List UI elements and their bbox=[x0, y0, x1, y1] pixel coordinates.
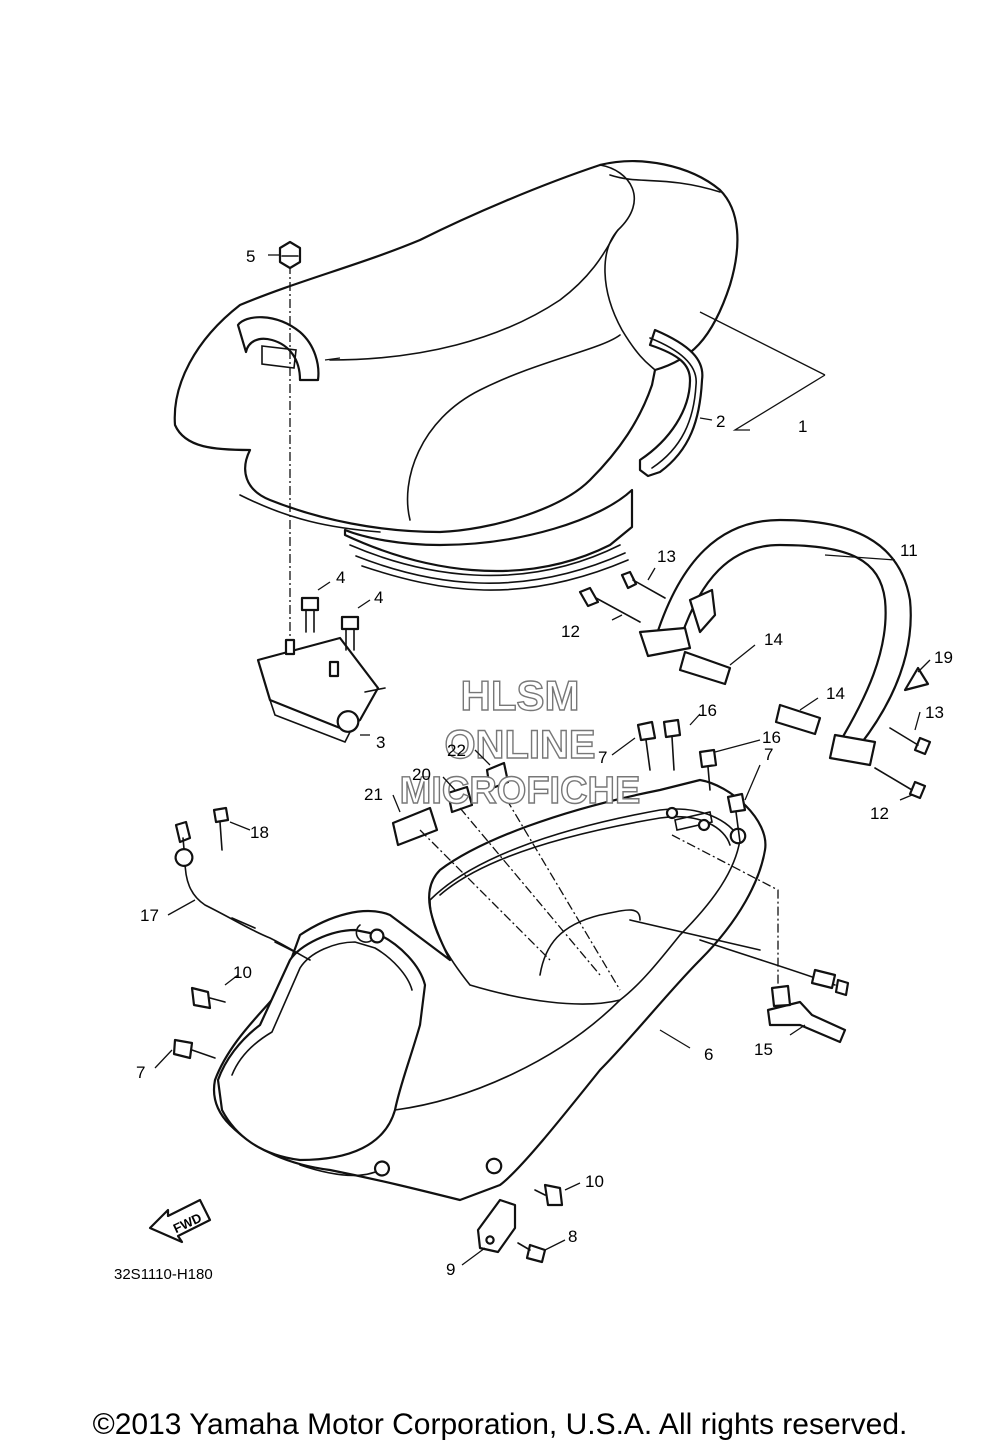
svg-text:MICROFICHE: MICROFICHE bbox=[400, 770, 641, 812]
callout-18: 18 bbox=[250, 823, 269, 842]
svg-text:HLSM: HLSM bbox=[461, 672, 580, 719]
diagram-code: 32S1110-H180 bbox=[114, 1266, 213, 1283]
label-21 bbox=[391, 806, 439, 847]
fwd-arrow-icon: FWD bbox=[148, 1198, 212, 1244]
seat-assembly bbox=[173, 160, 739, 591]
label-20 bbox=[446, 785, 474, 814]
seat-lock-cable bbox=[174, 820, 311, 961]
callout-13b: 13 bbox=[925, 703, 944, 722]
callout-12a: 12 bbox=[561, 622, 580, 641]
bracket15-axis bbox=[671, 834, 779, 985]
callout-12b: 12 bbox=[870, 804, 889, 823]
callout-15: 15 bbox=[754, 1040, 773, 1059]
callout-20: 20 bbox=[412, 765, 431, 784]
callout-1: 1 bbox=[798, 417, 807, 436]
bolt-5-icon bbox=[278, 240, 302, 270]
grab-bar bbox=[578, 518, 932, 800]
callout-7c: 7 bbox=[136, 1063, 145, 1082]
latch-plate-9 bbox=[476, 1198, 517, 1254]
callout-10a: 10 bbox=[233, 963, 252, 982]
bolt-4a-icon bbox=[300, 596, 320, 633]
callout-6: 6 bbox=[704, 1045, 713, 1064]
seat-lock-bracket bbox=[699, 939, 850, 1044]
bolt-16b-icon bbox=[698, 748, 718, 791]
callout-19: 19 bbox=[934, 648, 953, 667]
clip-10a-icon bbox=[190, 986, 226, 1010]
callout-21: 21 bbox=[364, 785, 383, 804]
callout-14b: 14 bbox=[826, 684, 845, 703]
bolt-18-icon bbox=[212, 806, 230, 851]
bolt-7c-icon bbox=[172, 1038, 216, 1060]
callout-17: 17 bbox=[140, 906, 159, 925]
label-22 bbox=[485, 761, 510, 791]
callout-16a: 16 bbox=[698, 701, 717, 720]
copyright-notice: ©2013 Yamaha Motor Corporation, U.S.A. A… bbox=[92, 1408, 908, 1441]
svg-text:ONLINE: ONLINE bbox=[444, 723, 595, 767]
callout-14a: 14 bbox=[764, 630, 783, 649]
callout-4a: 4 bbox=[336, 568, 345, 587]
bolt-8-icon bbox=[517, 1242, 547, 1264]
callout-leaders bbox=[154, 254, 931, 1266]
callout-11: 11 bbox=[900, 541, 918, 560]
bolt-4b-icon bbox=[340, 615, 360, 651]
callout-8: 8 bbox=[568, 1227, 577, 1246]
callout-4b: 4 bbox=[374, 588, 383, 607]
label-leader-lines bbox=[419, 784, 621, 991]
seat-hinge-bracket bbox=[256, 636, 386, 744]
bolt-7b-icon bbox=[726, 792, 747, 843]
clip-10b-icon bbox=[534, 1183, 564, 1207]
callout-10b: 10 bbox=[585, 1172, 604, 1191]
bolt-7a-icon bbox=[636, 720, 657, 771]
callout-7a: 7 bbox=[598, 748, 607, 767]
callout-3: 3 bbox=[376, 733, 385, 752]
bolt-16a-icon bbox=[662, 718, 682, 771]
callout-7b: 7 bbox=[764, 745, 773, 764]
callout-13a: 13 bbox=[657, 547, 676, 566]
watermark: HLSM ONLINE MICROFICHE bbox=[399, 671, 641, 812]
storage-box bbox=[212, 778, 767, 1202]
callout-2: 2 bbox=[716, 412, 725, 431]
callout-22: 22 bbox=[447, 741, 466, 760]
callout-16b: 16 bbox=[762, 728, 781, 747]
callout-5: 5 bbox=[246, 247, 255, 266]
callout-9: 9 bbox=[446, 1260, 455, 1279]
